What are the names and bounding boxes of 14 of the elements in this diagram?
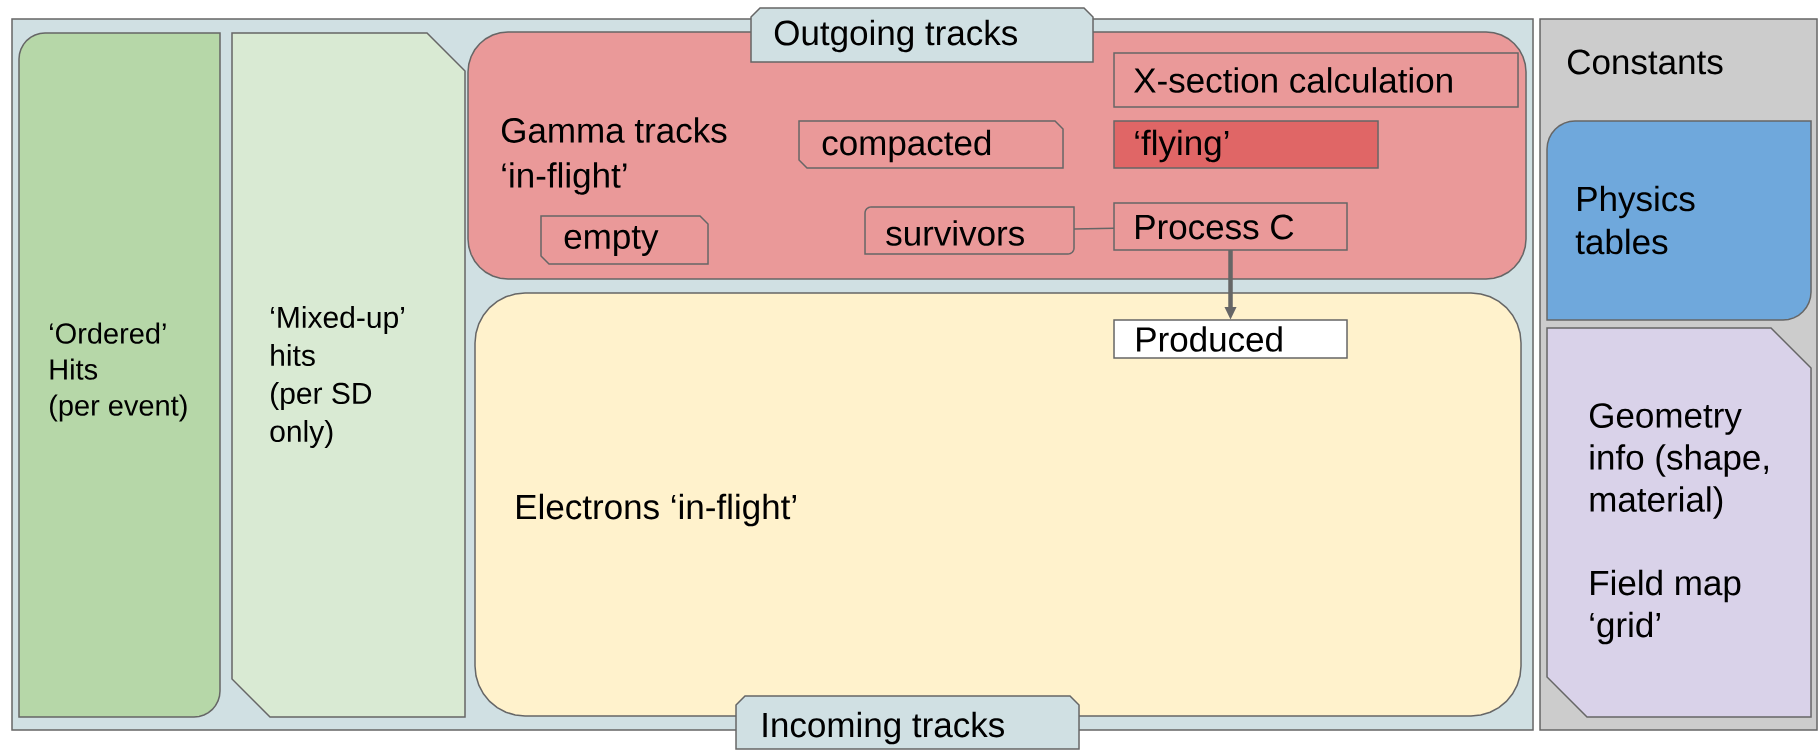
storage-box: ‘Ordered’ Hits (per event) <box>18 32 221 718</box>
process-box: empty <box>540 215 709 265</box>
connector-line <box>1073 227 1115 230</box>
process-box: survivors <box>864 206 1075 255</box>
storage-box: ‘Mixed-up’ hits (per SD only) <box>231 32 466 718</box>
data-box: Geometry info (shape, material) Field map ‘grid’ <box>1546 327 1812 718</box>
process-box: Produced <box>1113 319 1348 359</box>
process-box: compacted <box>798 120 1064 169</box>
process-box: ‘flying’ <box>1113 120 1379 169</box>
process-box: X-section calculation <box>1113 52 1519 108</box>
tab-label: Incoming tracks <box>735 695 1080 750</box>
data-box: Physics tables <box>1546 120 1812 321</box>
tab-label: Outgoing tracks <box>750 7 1094 63</box>
process-box: Process C <box>1113 202 1348 251</box>
